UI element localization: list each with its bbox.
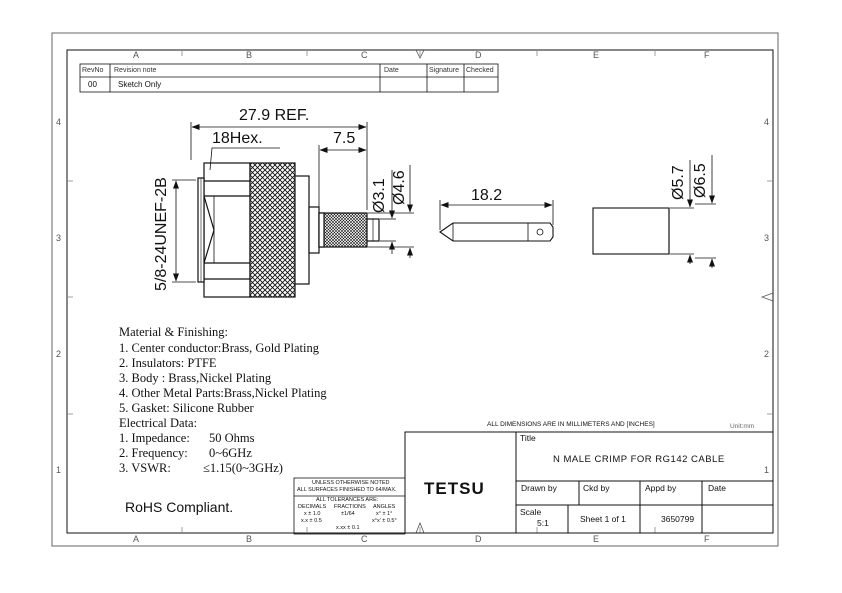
material-item: 2. Insulators: PTFE — [119, 356, 217, 370]
zone-label-a-bottom: A — [133, 534, 140, 544]
ferrule-sleeve — [592, 207, 670, 255]
outer-frame — [51, 32, 779, 547]
zone-label-f-bottom: F — [704, 534, 710, 544]
dim-crimp-length: 7.5 — [333, 130, 356, 147]
zone-label-d-bottom: D — [475, 534, 482, 544]
zone-label-c: C — [361, 50, 368, 60]
connector-drawing — [197, 162, 380, 298]
dim-diameter-inner: Ø3.1 — [371, 178, 388, 213]
rev-header-revno: RevNo — [82, 67, 104, 74]
top-center-mark — [415, 49, 425, 59]
center-pin — [439, 222, 554, 242]
zone-label-1: 1 — [56, 465, 62, 475]
tol-fraction-1: ±1/64 — [341, 511, 355, 517]
zone-label-c-bottom: C — [361, 534, 368, 544]
tol-angles: ANGLES — [373, 504, 396, 510]
zone-label-2-right: 2 — [764, 349, 770, 359]
dimension-lines — [172, 122, 716, 283]
material-item: 4. Other Metal Parts:Brass,Nickel Platin… — [119, 386, 327, 400]
bottom-center-mark — [415, 521, 425, 534]
electrical-label: 3. VSWR: — [119, 461, 171, 475]
zone-label-4-right: 4 — [764, 117, 770, 127]
dim-pin-length: 18.2 — [471, 187, 503, 204]
drawn-by-label: Drawn by — [521, 483, 557, 493]
scale-value: 5:1 — [537, 518, 549, 528]
material-item: 5. Gasket: Silicone Rubber — [119, 401, 254, 415]
material-item: 1. Center conductor:Brass, Gold Plating — [119, 341, 319, 355]
checked-by-label: Ckd by — [583, 483, 610, 493]
dim-ferrule-diameter-2: Ø6.5 — [692, 163, 709, 198]
unit-label: Unit:mm — [730, 423, 755, 430]
rev-header-date: Date — [384, 67, 399, 74]
zone-label-4: 4 — [56, 117, 62, 127]
electrical-value: 50 Ohms — [209, 431, 255, 445]
dimensions-note: ALL DIMENSIONS ARE IN MILLIMETERS AND [I… — [487, 421, 655, 428]
zone-label-a: A — [133, 50, 140, 60]
drawing-title: N MALE CRIMP FOR RG142 CABLE — [553, 454, 725, 465]
zone-label-3: 3 — [56, 233, 62, 243]
tol-angle-1: x° ± 1° — [376, 511, 393, 517]
rev-header-signature: Signature — [429, 67, 459, 74]
right-center-mark — [760, 292, 774, 302]
zone-label-f: F — [704, 50, 710, 60]
material-item: 3. Body : Brass,Nickel Plating — [119, 371, 272, 385]
rev-header-checked: Checked — [466, 67, 494, 74]
sheet-number: Sheet 1 of 1 — [580, 514, 626, 524]
drawing-number: 3650799 — [661, 514, 695, 524]
zone-label-3-right: 3 — [764, 233, 770, 243]
dim-hex: 18Hex. — [212, 130, 263, 147]
tol-decimals: DECIMALS — [298, 504, 327, 510]
electrical-label: 1. Impedance: — [119, 431, 190, 445]
dim-thread: 5/8-24UNEF-2B — [153, 177, 170, 291]
dim-ferrule-diameter-1: Ø5.7 — [670, 165, 687, 200]
zone-label-d: D — [475, 50, 482, 60]
electrical-value: 0~6GHz — [209, 446, 252, 460]
zone-label-2: 2 — [56, 349, 62, 359]
scale-label: Scale — [520, 507, 542, 517]
dim-diameter-outer: Ø4.6 — [391, 170, 408, 205]
tol-decimal-2: x.x ± 0.5 — [301, 518, 322, 524]
tol-line3: ALL TOLERANCES ARE: — [316, 497, 379, 503]
rev-row-revno: 00 — [88, 80, 97, 89]
tol-fractions: FRACTIONS — [334, 504, 366, 510]
date-label: Date — [708, 483, 726, 493]
zone-label-b: B — [246, 50, 253, 60]
title-label: Title — [520, 433, 536, 443]
company-name: TETSU — [424, 479, 485, 498]
approved-by-label: Appd by — [645, 483, 677, 493]
electrical-label: 2. Frequency: — [119, 446, 188, 460]
tol-line1: UNLESS OTHERWISE NOTED — [312, 480, 390, 486]
zone-label-e-bottom: E — [593, 534, 600, 544]
zone-label-1-right: 1 — [764, 465, 770, 475]
tol-line2: ALL SURFACES FINISHED TO 64/MAX. — [297, 487, 397, 493]
rohs-note: RoHS Compliant. — [125, 499, 234, 515]
tol-angle-2: x°x' ± 0.5° — [372, 518, 397, 524]
zone-label-b-bottom: B — [246, 534, 253, 544]
electrical-value: ≤1.15(0~3GHz) — [203, 461, 283, 475]
zone-label-e: E — [593, 50, 600, 60]
rev-header-note: Revision note — [114, 67, 157, 74]
rev-row-note: Sketch Only — [118, 80, 162, 89]
dim-overall-length: 27.9 REF. — [239, 107, 310, 124]
electrical-heading: Electrical Data: — [119, 416, 198, 430]
title-block-lines — [404, 431, 774, 534]
tol-decimal-1: x ± 1.0 — [304, 511, 321, 517]
tol-decimal-3: x.xx ± 0.1 — [336, 525, 360, 531]
material-heading: Material & Finishing: — [119, 325, 229, 339]
